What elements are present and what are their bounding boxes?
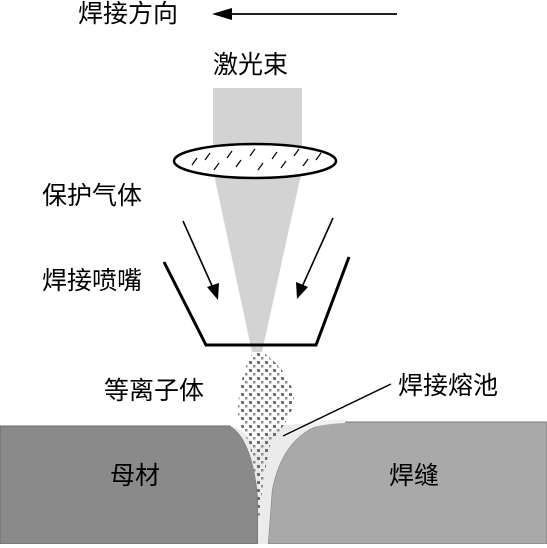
laser-beam-cone <box>213 170 302 352</box>
shielding-gas-label: 保护气体 <box>42 181 143 210</box>
welding-direction-label: 焊接方向 <box>78 0 179 28</box>
laser-beam-column <box>213 88 302 153</box>
welding-nozzle <box>162 256 351 347</box>
welding-direction-arrow <box>212 8 397 20</box>
focusing-lens <box>172 142 338 180</box>
plasma-label: 等离子体 <box>104 376 205 405</box>
weld-pool-leader-line <box>282 383 392 437</box>
welding-nozzle-label: 焊接喷嘴 <box>42 266 143 295</box>
base-metal-label: 母材 <box>110 461 161 490</box>
weld-pool-label: 焊接熔池 <box>398 371 499 400</box>
shielding-gas-arrow-right <box>296 217 334 299</box>
plasma-plume <box>237 352 294 520</box>
laser-beam-label: 激光束 <box>213 50 289 79</box>
weld-seam-label: 焊缝 <box>389 461 440 490</box>
shielding-gas-arrow-left <box>182 220 219 300</box>
